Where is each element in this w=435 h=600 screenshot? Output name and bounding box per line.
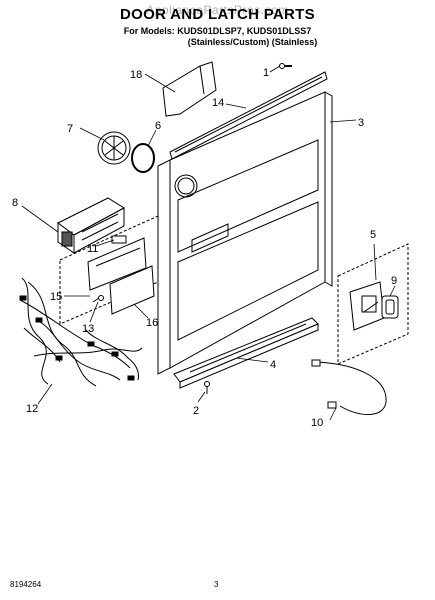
bottom-vent-strip — [173, 317, 319, 389]
dispenser-gasket — [131, 143, 155, 173]
vent-baffle — [162, 61, 217, 117]
callout-10: 10 — [311, 417, 323, 429]
door-panel — [157, 91, 333, 375]
callout-16: 16 — [146, 317, 158, 329]
wire-harness — [19, 277, 143, 387]
model-list: For Models: KUDS01DLSP7, KUDS01DLSS7 (St… — [0, 26, 435, 48]
callout-2: 2 — [193, 405, 199, 417]
control-panel — [57, 197, 125, 254]
callout-3: 3 — [358, 117, 364, 129]
screw-bottom — [204, 381, 210, 394]
callout-18: 18 — [130, 69, 142, 81]
page-number: 3 — [214, 580, 219, 589]
control-board — [87, 237, 147, 291]
diagram-title: DOOR AND LATCH PARTS — [120, 6, 315, 23]
latch-gasket — [381, 295, 399, 319]
leader-lines — [21, 65, 396, 421]
callout-13: 13 — [82, 323, 94, 335]
door-switch-wire — [311, 359, 387, 415]
dispenser-cap — [97, 131, 131, 165]
callout-8: 8 — [12, 197, 18, 209]
callout-5: 5 — [370, 229, 376, 241]
door-latch — [349, 281, 385, 331]
callout-15: 15 — [50, 291, 62, 303]
screw-board — [92, 295, 104, 303]
control-board-lower — [109, 265, 155, 315]
model-numbers: For Models: KUDS01DLSP7, KUDS01DLSS7 — [123, 26, 312, 36]
callout-7: 7 — [67, 123, 73, 135]
callout-12: 12 — [26, 403, 38, 415]
callout-11: 11 — [87, 243, 98, 255]
watermark: AppliancePartsPros.com — [146, 3, 289, 17]
callout-6: 6 — [155, 120, 161, 132]
panel-clip — [111, 235, 127, 244]
callout-14: 14 — [212, 97, 224, 109]
top-trim-strip — [169, 71, 328, 160]
callout-1: 1 — [263, 67, 269, 79]
callout-9: 9 — [391, 275, 397, 287]
callout-4: 4 — [270, 359, 276, 371]
screw-top — [279, 63, 292, 69]
document-id: 8194264 — [10, 580, 42, 589]
callout-labels: 1 2 3 4 5 6 7 8 9 10 11 12 13 14 15 16 1… — [12, 67, 397, 429]
model-finishes: (Stainless/Custom) (Stainless) — [187, 37, 318, 47]
